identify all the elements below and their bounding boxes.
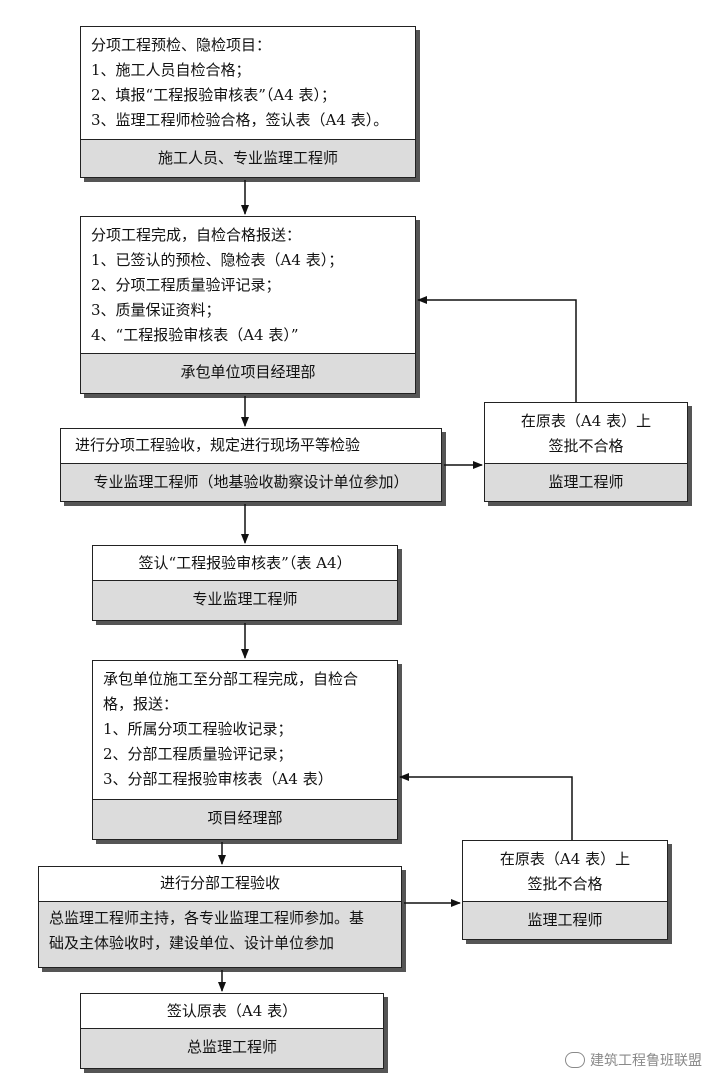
step-line: 4、“工程报验审核表（A4 表）”	[91, 326, 299, 344]
step-subitem-precheck: 分项工程预检、隐检项目： 1、施工人员自检合格； 2、填报“工程报验审核表”（A…	[80, 26, 416, 178]
step-subitem-report: 分项工程完成，自检合格报送： 1、已签认的预检、隐检表（A4 表）； 2、分项工…	[80, 216, 416, 394]
step-line: 3、分部工程报验审核表（A4 表）	[103, 770, 333, 788]
reject-box-subitem: 在原表（A4 表）上 签批不合格 监理工程师	[484, 402, 688, 502]
step-role: 施工人员、专业监理工程师	[81, 139, 415, 177]
watermark: 建筑工程鲁班联盟	[565, 1050, 702, 1070]
step-role: 总监理工程师	[81, 1028, 383, 1068]
step-line: 1、已签认的预检、隐检表（A4 表）；	[91, 251, 344, 269]
step-role-line: 础及主体验收时，建设单位、设计单位参加	[49, 934, 335, 952]
step-role-line: 总监理工程师主持，各专业监理工程师参加。基	[49, 909, 365, 927]
wechat-icon	[565, 1052, 585, 1068]
step-line: 进行分部工程验收	[159, 874, 280, 892]
reject-line: 在原表（A4 表）上	[499, 850, 631, 868]
step-role: 项目经理部	[93, 799, 397, 839]
reject-details: 在原表（A4 表）上 签批不合格	[463, 841, 667, 903]
step-line: 格，报送：	[103, 695, 179, 713]
step-details: 分项工程完成，自检合格报送： 1、已签认的预检、隐检表（A4 表）； 2、分项工…	[81, 217, 415, 354]
step-details: 签认“工程报验审核表”（表 A4）	[93, 546, 397, 581]
step-division-report: 承包单位施工至分部工程完成，自检合 格，报送： 1、所属分项工程验收记录； 2、…	[92, 660, 398, 840]
step-role: 专业监理工程师	[93, 580, 397, 620]
reject-line: 签批不合格	[548, 437, 624, 455]
step-role: 专业监理工程师（地基验收勘察设计单位参加）	[61, 463, 441, 501]
arrow-reject1-back-to-box2	[417, 296, 577, 402]
reject-details: 在原表（A4 表）上 签批不合格	[485, 403, 687, 465]
step-line: 签认原表（A4 表）	[166, 1002, 298, 1020]
step-role: 总监理工程师主持，各专业监理工程师参加。基 础及主体验收时，建设单位、设计单位参…	[39, 901, 401, 967]
step-line: 2、分部工程质量验评记录；	[103, 745, 293, 763]
step-final-sign: 签认原表（A4 表） 总监理工程师	[80, 993, 384, 1069]
step-sign-report-form: 签认“工程报验审核表”（表 A4） 专业监理工程师	[92, 545, 398, 621]
step-role: 承包单位项目经理部	[81, 353, 415, 393]
reject-line: 在原表（A4 表）上	[520, 412, 652, 430]
step-line: 承包单位施工至分部工程完成，自检合	[103, 670, 359, 688]
step-line: 分项工程完成，自检合格报送：	[91, 226, 302, 244]
step-line: 1、施工人员自检合格；	[91, 61, 251, 79]
arrow-reject2-back-to-box5	[399, 773, 573, 840]
step-details: 分项工程预检、隐检项目： 1、施工人员自检合格； 2、填报“工程报验审核表”（A…	[81, 27, 415, 139]
step-line: 3、质量保证资料；	[91, 301, 221, 319]
step-line: 进行分项工程验收，规定进行现场平等检验	[75, 436, 361, 454]
reject-role: 监理工程师	[485, 463, 687, 501]
step-details: 进行分项工程验收，规定进行现场平等检验	[61, 429, 441, 462]
step-line: 3、监理工程师检验合格，签认表（A4 表）。	[91, 111, 389, 129]
step-subitem-acceptance: 进行分项工程验收，规定进行现场平等检验 专业监理工程师（地基验收勘察设计单位参加…	[60, 428, 442, 502]
step-details: 签认原表（A4 表）	[81, 994, 383, 1029]
step-line: 分项工程预检、隐检项目：	[91, 36, 272, 54]
step-division-acceptance: 进行分部工程验收 总监理工程师主持，各专业监理工程师参加。基 础及主体验收时，建…	[38, 866, 402, 968]
step-line: 2、分项工程质量验评记录；	[91, 276, 281, 294]
reject-line: 签批不合格	[527, 875, 603, 893]
step-line: 1、所属分项工程验收记录；	[103, 720, 293, 738]
reject-role: 监理工程师	[463, 901, 667, 939]
watermark-text: 建筑工程鲁班联盟	[590, 1053, 702, 1069]
reject-box-division: 在原表（A4 表）上 签批不合格 监理工程师	[462, 840, 668, 940]
step-line: 2、填报“工程报验审核表”（A4 表）；	[91, 86, 337, 104]
step-details: 承包单位施工至分部工程完成，自检合 格，报送： 1、所属分项工程验收记录； 2、…	[93, 661, 397, 798]
step-details: 进行分部工程验收	[39, 867, 401, 900]
step-line: 签认“工程报验审核表”（表 A4）	[138, 554, 352, 572]
